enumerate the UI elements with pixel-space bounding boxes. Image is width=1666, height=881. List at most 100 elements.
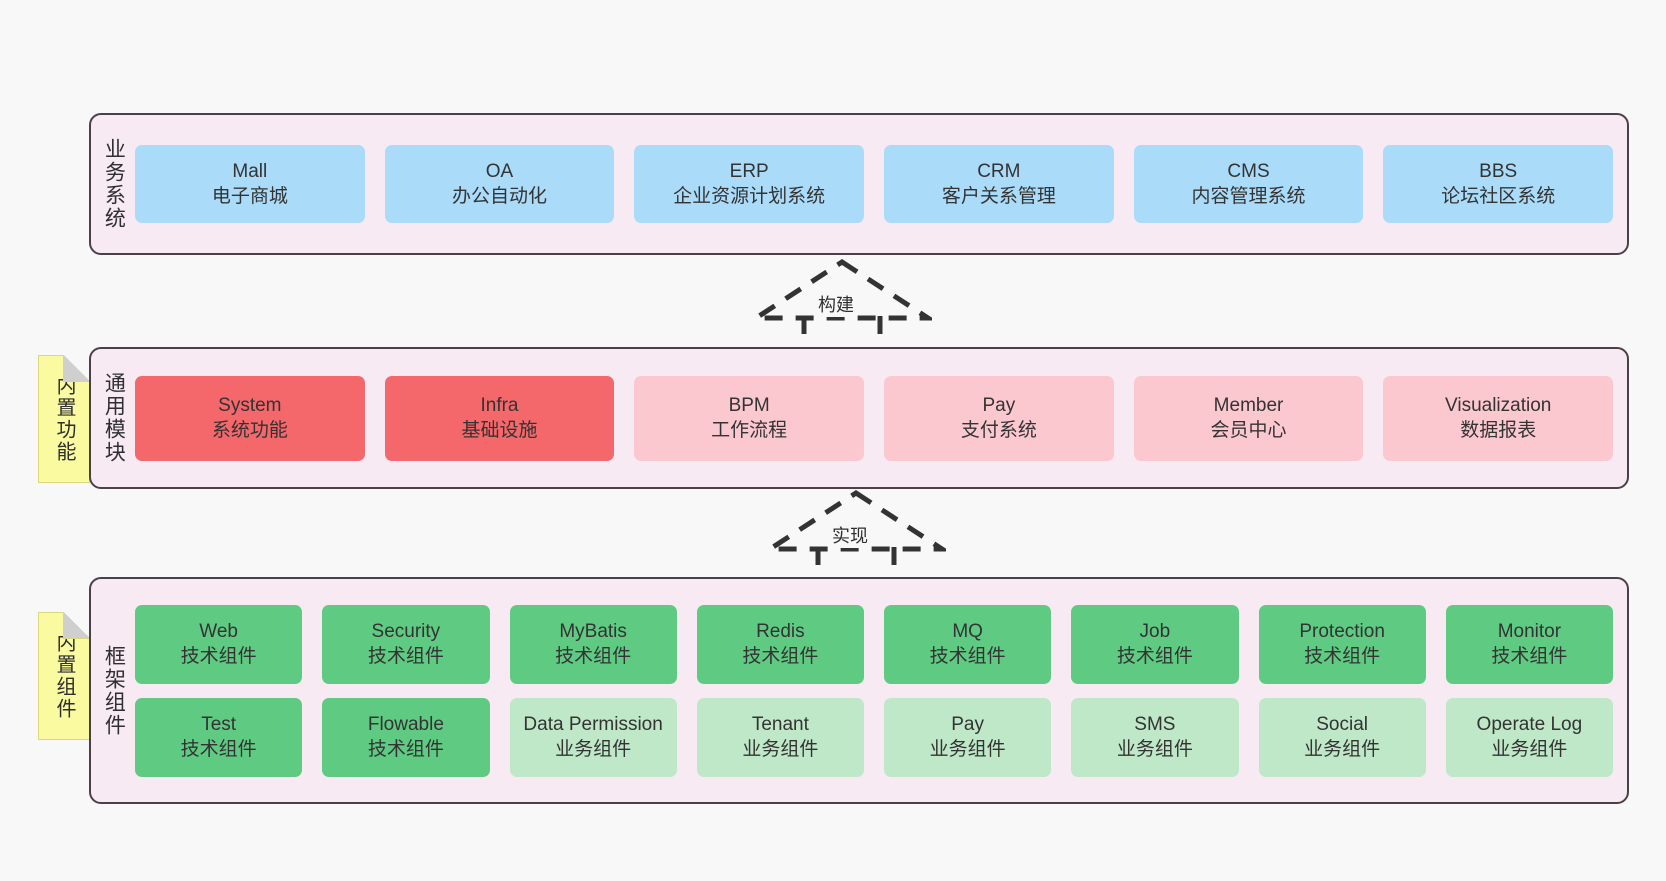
layer-business-system: 业务系统 Mall 电子商城 OA 办公自动化 ERP 企业资源计划系统 CRM… bbox=[89, 113, 1629, 255]
node-security[interactable]: Security 技术组件 bbox=[322, 604, 490, 684]
node-mybatis[interactable]: MyBatis 技术组件 bbox=[509, 604, 677, 684]
node-subtitle: 技术组件 bbox=[1116, 646, 1193, 667]
node-title: Member bbox=[1213, 394, 1284, 416]
node-operate-log[interactable]: Operate Log 业务组件 bbox=[1445, 697, 1613, 777]
node-subtitle: 论坛社区系统 bbox=[1441, 186, 1556, 207]
node-subtitle: 业务组件 bbox=[1116, 739, 1193, 760]
node-subtitle: 技术组件 bbox=[367, 646, 444, 667]
node-title: Social bbox=[1316, 713, 1368, 735]
node-subtitle: 业务组件 bbox=[742, 739, 819, 760]
node-subtitle: 系统功能 bbox=[211, 420, 288, 441]
node-subtitle: 业务组件 bbox=[929, 739, 1006, 760]
node-title: CMS bbox=[1227, 160, 1270, 182]
node-subtitle: 技术组件 bbox=[1304, 646, 1381, 667]
node-web[interactable]: Web 技术组件 bbox=[135, 604, 303, 684]
node-subtitle: 电子商城 bbox=[211, 186, 288, 207]
node-mq[interactable]: MQ 技术组件 bbox=[884, 604, 1052, 684]
layer-common-module: 通用模块 System 系统功能 Infra 基础设施 BPM 工作流程 Pay… bbox=[89, 347, 1629, 489]
node-title: SMS bbox=[1134, 713, 1176, 735]
node-title: System bbox=[218, 394, 282, 416]
node-system[interactable]: System 系统功能 bbox=[135, 375, 365, 461]
connector-implement-arrow-icon bbox=[766, 490, 946, 577]
node-subtitle: 会员中心 bbox=[1210, 420, 1287, 441]
node-test[interactable]: Test 技术组件 bbox=[135, 697, 303, 777]
node-crm[interactable]: CRM 客户关系管理 bbox=[884, 145, 1114, 223]
node-cms[interactable]: CMS 内容管理系统 bbox=[1133, 145, 1364, 223]
node-title: Test bbox=[201, 713, 237, 735]
node-pay-business[interactable]: Pay 业务组件 bbox=[884, 697, 1052, 777]
node-title: Pay bbox=[951, 713, 984, 735]
node-monitor[interactable]: Monitor 技术组件 bbox=[1445, 604, 1613, 684]
node-bpm[interactable]: BPM 工作流程 bbox=[634, 375, 865, 461]
layer-body-common-module: System 系统功能 Infra 基础设施 BPM 工作流程 Pay 支付系统… bbox=[135, 349, 1627, 487]
node-title: Redis bbox=[756, 620, 805, 642]
node-visualization[interactable]: Visualization 数据报表 bbox=[1383, 375, 1614, 461]
node-subtitle: 支付系统 bbox=[960, 420, 1037, 441]
layer-title-framework-component: 框架组件 bbox=[102, 644, 126, 737]
node-title: BBS bbox=[1479, 160, 1518, 182]
node-title: Infra bbox=[480, 394, 519, 416]
layer-body-framework-component: Web 技术组件 Security 技术组件 MyBatis 技术组件 Redi… bbox=[135, 579, 1627, 802]
node-title: Tenant bbox=[751, 713, 809, 735]
layer-row: Test 技术组件 Flowable 技术组件 Data Permission … bbox=[135, 697, 1613, 777]
node-job[interactable]: Job 技术组件 bbox=[1071, 604, 1239, 684]
node-title: Flowable bbox=[367, 713, 444, 735]
note-builtin-component: 内置组件 bbox=[38, 612, 90, 740]
node-subtitle: 技术组件 bbox=[555, 646, 632, 667]
node-subtitle: 技术组件 bbox=[180, 646, 257, 667]
node-title: BPM bbox=[728, 394, 770, 416]
node-subtitle: 客户关系管理 bbox=[941, 186, 1056, 207]
node-mall[interactable]: Mall 电子商城 bbox=[135, 145, 365, 223]
node-infra[interactable]: Infra 基础设施 bbox=[384, 375, 615, 461]
node-pay[interactable]: Pay 支付系统 bbox=[884, 375, 1114, 461]
node-data-permission[interactable]: Data Permission 业务组件 bbox=[509, 697, 677, 777]
node-subtitle: 业务组件 bbox=[1491, 739, 1568, 760]
node-title: CRM bbox=[977, 160, 1021, 182]
node-erp[interactable]: ERP 企业资源计划系统 bbox=[634, 145, 865, 223]
node-subtitle: 技术组件 bbox=[742, 646, 819, 667]
connector-implement-label: 实现 bbox=[830, 522, 870, 548]
node-title: Security bbox=[371, 620, 441, 642]
layer-row: Mall 电子商城 OA 办公自动化 ERP 企业资源计划系统 CRM 客户关系… bbox=[135, 145, 1614, 223]
node-subtitle: 工作流程 bbox=[711, 420, 788, 441]
node-title: Visualization bbox=[1445, 394, 1552, 416]
node-title: Protection bbox=[1299, 620, 1385, 642]
node-subtitle: 数据报表 bbox=[1460, 420, 1537, 441]
note-builtin-function: 内置功能 bbox=[38, 355, 90, 483]
connector-build-label: 构建 bbox=[816, 291, 856, 317]
node-title: Pay bbox=[982, 394, 1016, 416]
node-title: Web bbox=[199, 620, 238, 642]
node-flowable[interactable]: Flowable 技术组件 bbox=[322, 697, 490, 777]
node-subtitle: 基础设施 bbox=[461, 420, 538, 441]
node-oa[interactable]: OA 办公自动化 bbox=[384, 145, 615, 223]
node-redis[interactable]: Redis 技术组件 bbox=[696, 604, 864, 684]
note-label: 内置功能 bbox=[53, 375, 75, 463]
node-protection[interactable]: Protection 技术组件 bbox=[1258, 604, 1426, 684]
node-subtitle: 业务组件 bbox=[1304, 739, 1381, 760]
layer-title-common-module: 通用模块 bbox=[102, 372, 126, 464]
node-subtitle: 技术组件 bbox=[180, 739, 257, 760]
node-title: Mall bbox=[232, 160, 268, 182]
connector-build-arrow-icon bbox=[752, 259, 932, 346]
node-sms[interactable]: SMS 业务组件 bbox=[1071, 697, 1239, 777]
node-title: MyBatis bbox=[559, 620, 627, 642]
node-title: Data Permission bbox=[523, 713, 663, 735]
node-subtitle: 业务组件 bbox=[555, 739, 632, 760]
layer-body-business-system: Mall 电子商城 OA 办公自动化 ERP 企业资源计划系统 CRM 客户关系… bbox=[135, 115, 1627, 253]
node-title: Monitor bbox=[1497, 620, 1562, 642]
node-title: MQ bbox=[952, 620, 983, 642]
node-title: OA bbox=[485, 160, 514, 182]
node-title: Job bbox=[1139, 620, 1171, 642]
node-subtitle: 内容管理系统 bbox=[1191, 186, 1306, 207]
node-bbs[interactable]: BBS 论坛社区系统 bbox=[1383, 145, 1614, 223]
layer-row: Web 技术组件 Security 技术组件 MyBatis 技术组件 Redi… bbox=[135, 604, 1613, 684]
node-tenant[interactable]: Tenant 业务组件 bbox=[696, 697, 864, 777]
node-subtitle: 技术组件 bbox=[367, 739, 444, 760]
layer-title-business-system: 业务系统 bbox=[102, 138, 126, 230]
node-subtitle: 企业资源计划系统 bbox=[673, 186, 826, 207]
node-member[interactable]: Member 会员中心 bbox=[1133, 375, 1364, 461]
node-social[interactable]: Social 业务组件 bbox=[1258, 697, 1426, 777]
layer-framework-component: 框架组件 Web 技术组件 Security 技术组件 MyBatis 技术组件… bbox=[89, 577, 1629, 804]
node-title: ERP bbox=[729, 160, 769, 182]
